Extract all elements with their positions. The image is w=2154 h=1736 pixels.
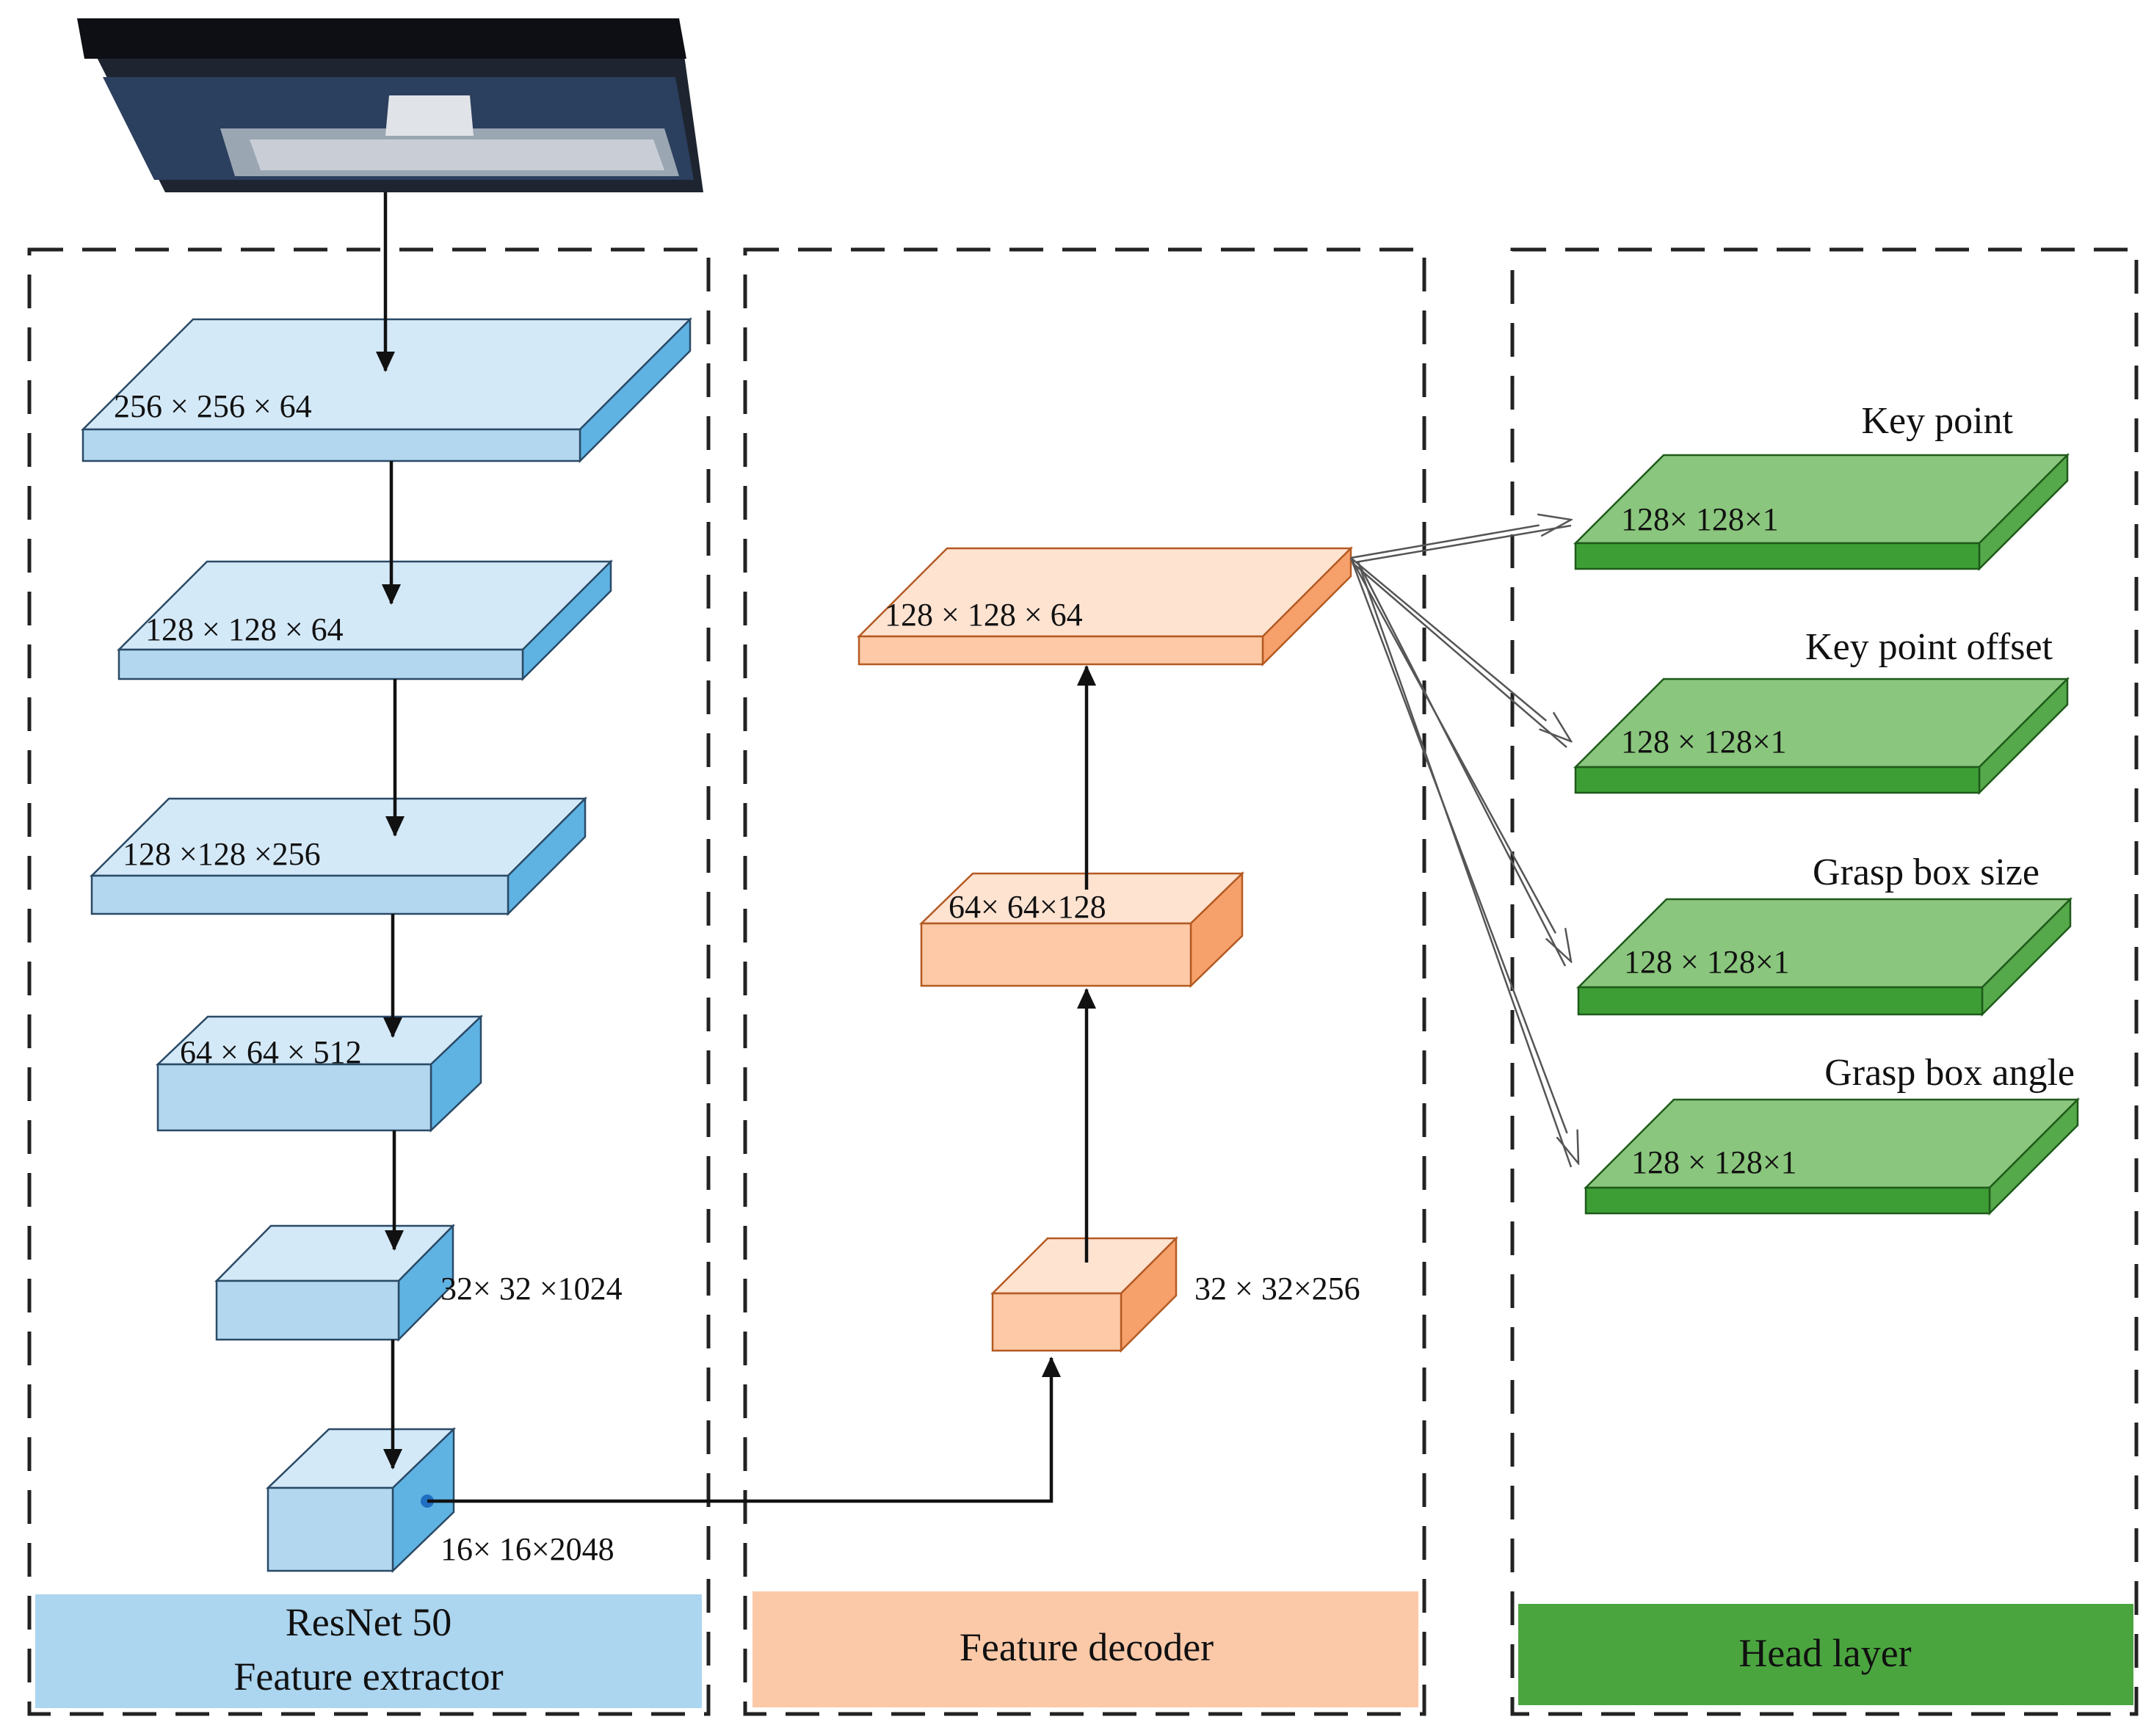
head-block-1: Key point 128× 128×1 (1573, 400, 2070, 572)
head-block-2-title: Key point offset (1805, 626, 2053, 668)
head-panel-label: Head layer (1738, 1631, 1911, 1675)
head-block-2-label: 128 × 128×1 (1621, 724, 1787, 760)
head-block-1-label: 128× 128×1 (1621, 501, 1779, 537)
head-block-3-label: 128 × 128×1 (1624, 944, 1790, 980)
encoder-block-6-label: 16× 16×2048 (440, 1531, 614, 1567)
encoder-panel-label-line2: Feature extractor (233, 1655, 503, 1699)
decoder-panel-label: Feature decoder (960, 1625, 1214, 1669)
encoder-block-2: 128 × 128 × 64 (116, 559, 614, 682)
head-block-4: Grasp box angle 128 × 128×1 (1583, 1052, 2081, 1216)
head-panel-label-box (1518, 1604, 2133, 1705)
encoder-panel-label-line1: ResNet 50 (286, 1600, 452, 1644)
head-fanout-arrows (1349, 520, 1578, 1168)
arrow-encoder-to-decoder (427, 1357, 1061, 1503)
decoder-block-1-label: 32 × 32×256 (1194, 1271, 1360, 1307)
input-image (77, 18, 703, 192)
head-block-4-title: Grasp box angle (1824, 1052, 2075, 1094)
decoder-block-1: 32 × 32×256 (990, 1235, 1360, 1354)
decoder-block-3: 128 × 128 × 64 (856, 545, 1354, 667)
head-block-1-title: Key point (1861, 400, 2013, 442)
decoder-panel-border (743, 247, 1426, 1716)
encoder-panel-label-box (35, 1594, 702, 1708)
encoder-panel-border (27, 247, 711, 1716)
encoder-block-4-label: 64 × 64 × 512 (180, 1034, 362, 1070)
decoder-block-2-label: 64× 64×128 (949, 889, 1106, 925)
encoder-block-3: 128 ×128 ×256 (89, 796, 588, 917)
encoder-block-1: 256 × 256 × 64 (80, 316, 693, 464)
head-block-3: Grasp box size 128 × 128×1 (1575, 851, 2073, 1017)
encoder-block-2-label: 128 × 128 × 64 (145, 611, 344, 647)
head-panel-border (1510, 247, 2139, 1716)
encoder-block-4: 64 × 64 × 512 (155, 1014, 484, 1133)
decoder-block-3-label: 128 × 128 × 64 (885, 597, 1083, 633)
encoder-block-5-label: 32× 32 ×1024 (440, 1271, 623, 1307)
encoder-block-5: 32× 32 ×1024 (214, 1223, 623, 1343)
decoder-panel-label-box (753, 1591, 1418, 1707)
encoder-block-1-label: 256 × 256 × 64 (114, 388, 312, 424)
head-block-4-label: 128 × 128×1 (1631, 1144, 1797, 1180)
head-block-3-title: Grasp box size (1813, 851, 2039, 893)
head-block-2: Key point offset 128 × 128×1 (1573, 626, 2070, 796)
decoder-block-2: 64× 64×128 (918, 871, 1245, 988)
encoder-block-3-label: 128 ×128 ×256 (123, 836, 321, 872)
